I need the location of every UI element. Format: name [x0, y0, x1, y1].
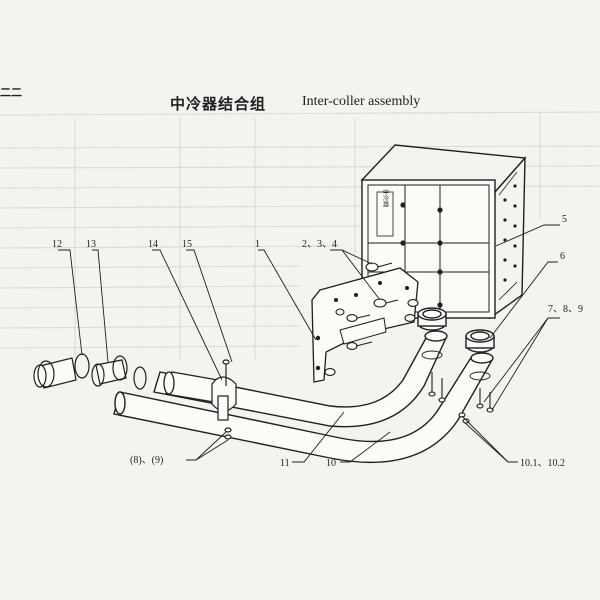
callout-15: 15	[182, 239, 192, 250]
pipe-clamp	[211, 359, 237, 440]
title-english: Inter-coller assembly	[302, 94, 421, 109]
leader-lines	[58, 224, 560, 463]
nameplate-text: 中冷器	[382, 188, 389, 208]
nameplate	[376, 191, 394, 237]
pipe-11-end	[163, 371, 219, 403]
callout-13: 13	[86, 239, 96, 250]
callout-labels: 12 13 14 15 1 2、3、4 5 6 7、8、9 (8)、(9) 11…	[52, 214, 583, 469]
callout-2-3-4: 2、3、4	[302, 239, 337, 250]
corner-mark: 二二	[0, 86, 22, 99]
callout-10: 10	[326, 458, 336, 469]
callout-6: 6	[560, 251, 565, 262]
callout-1: 1	[255, 239, 260, 250]
fasteners-right	[428, 372, 494, 424]
intercooler-core: 中冷器	[360, 144, 527, 320]
callout-7-8-9: 7、8、9	[548, 304, 583, 315]
callout-12: 12	[52, 239, 62, 250]
callout-10-1-10-2: 10.1、10.2	[520, 458, 565, 469]
callout-8-9: (8)、(9)	[130, 455, 163, 466]
bracket-plate	[311, 267, 419, 383]
ghost-table	[0, 111, 600, 360]
callout-5: 5	[562, 214, 567, 225]
pipe-10	[113, 329, 495, 464]
hose-clamps	[33, 353, 147, 390]
title-chinese: 中冷器结合组	[170, 95, 267, 113]
callout-11: 11	[280, 458, 290, 469]
bolts-set	[324, 262, 419, 376]
callout-14: 14	[148, 239, 158, 250]
